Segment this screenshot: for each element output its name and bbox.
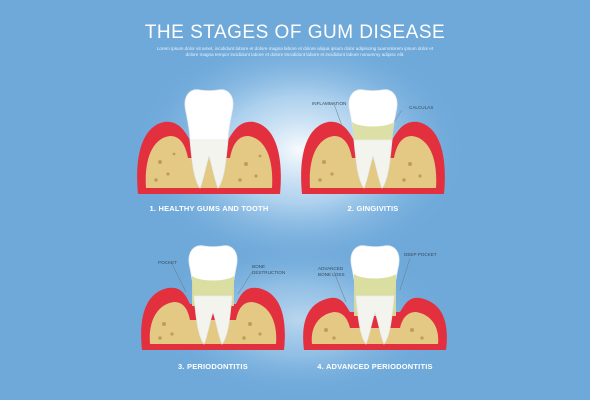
callout-bone-destruction: BONE DESTRUCTION (252, 264, 286, 275)
page-title: THE STAGES OF GUM DISEASE (144, 22, 446, 43)
page-subtitle: Lorem ipsum dolor sit amet, incididunt l… (156, 46, 434, 57)
tooth-roots (193, 295, 233, 345)
jaw-bone (145, 136, 273, 188)
tooth-roots (355, 295, 395, 345)
callout-calculas: CALCULAS (409, 105, 434, 110)
tooth-crown (184, 89, 234, 141)
stage-4-caption: 4. ADVANCED PERIODONTITIS (317, 362, 433, 371)
stage-2-caption: 2. GINGIVITIS (347, 204, 399, 213)
advanced-periodontitis-diagram (303, 245, 447, 350)
jaw-bone (149, 302, 277, 344)
periodontitis-diagram (141, 245, 285, 350)
stage-2-illustration (298, 82, 448, 202)
bone-texture (324, 328, 424, 340)
callout-line (333, 103, 343, 127)
stage-3-caption: 3. PERIODONTITIS (178, 362, 248, 371)
callout-pocket: POCKET (158, 260, 177, 265)
callout-line (171, 263, 187, 293)
stage-1-illustration (134, 82, 284, 202)
callout-line (333, 271, 347, 303)
bone-texture (318, 160, 422, 182)
gingivitis-diagram (301, 89, 445, 194)
plaque-deposit (352, 122, 394, 140)
bone-texture (158, 322, 262, 340)
bone-texture (154, 152, 262, 182)
stage-4-illustration (300, 238, 450, 358)
jaw-bone (309, 136, 437, 188)
callout-deep-pocket: DEEP POCKET (404, 252, 437, 257)
stage-3-illustration (138, 238, 288, 358)
tooth-roots (353, 139, 393, 189)
callout-inflammation: INFLAMMATION (312, 101, 347, 106)
callout-line (393, 109, 403, 123)
stage-1-caption: 1. HEALTHY GUMS AND TOOTH (149, 204, 269, 213)
healthy-tooth-diagram (137, 89, 281, 194)
tooth-roots (189, 139, 229, 189)
callout-advanced-bone-loss: ADVANCED BONE LOSS (318, 266, 345, 277)
jaw-bone (311, 312, 439, 344)
callout-line (237, 271, 253, 295)
callout-line (399, 257, 411, 291)
